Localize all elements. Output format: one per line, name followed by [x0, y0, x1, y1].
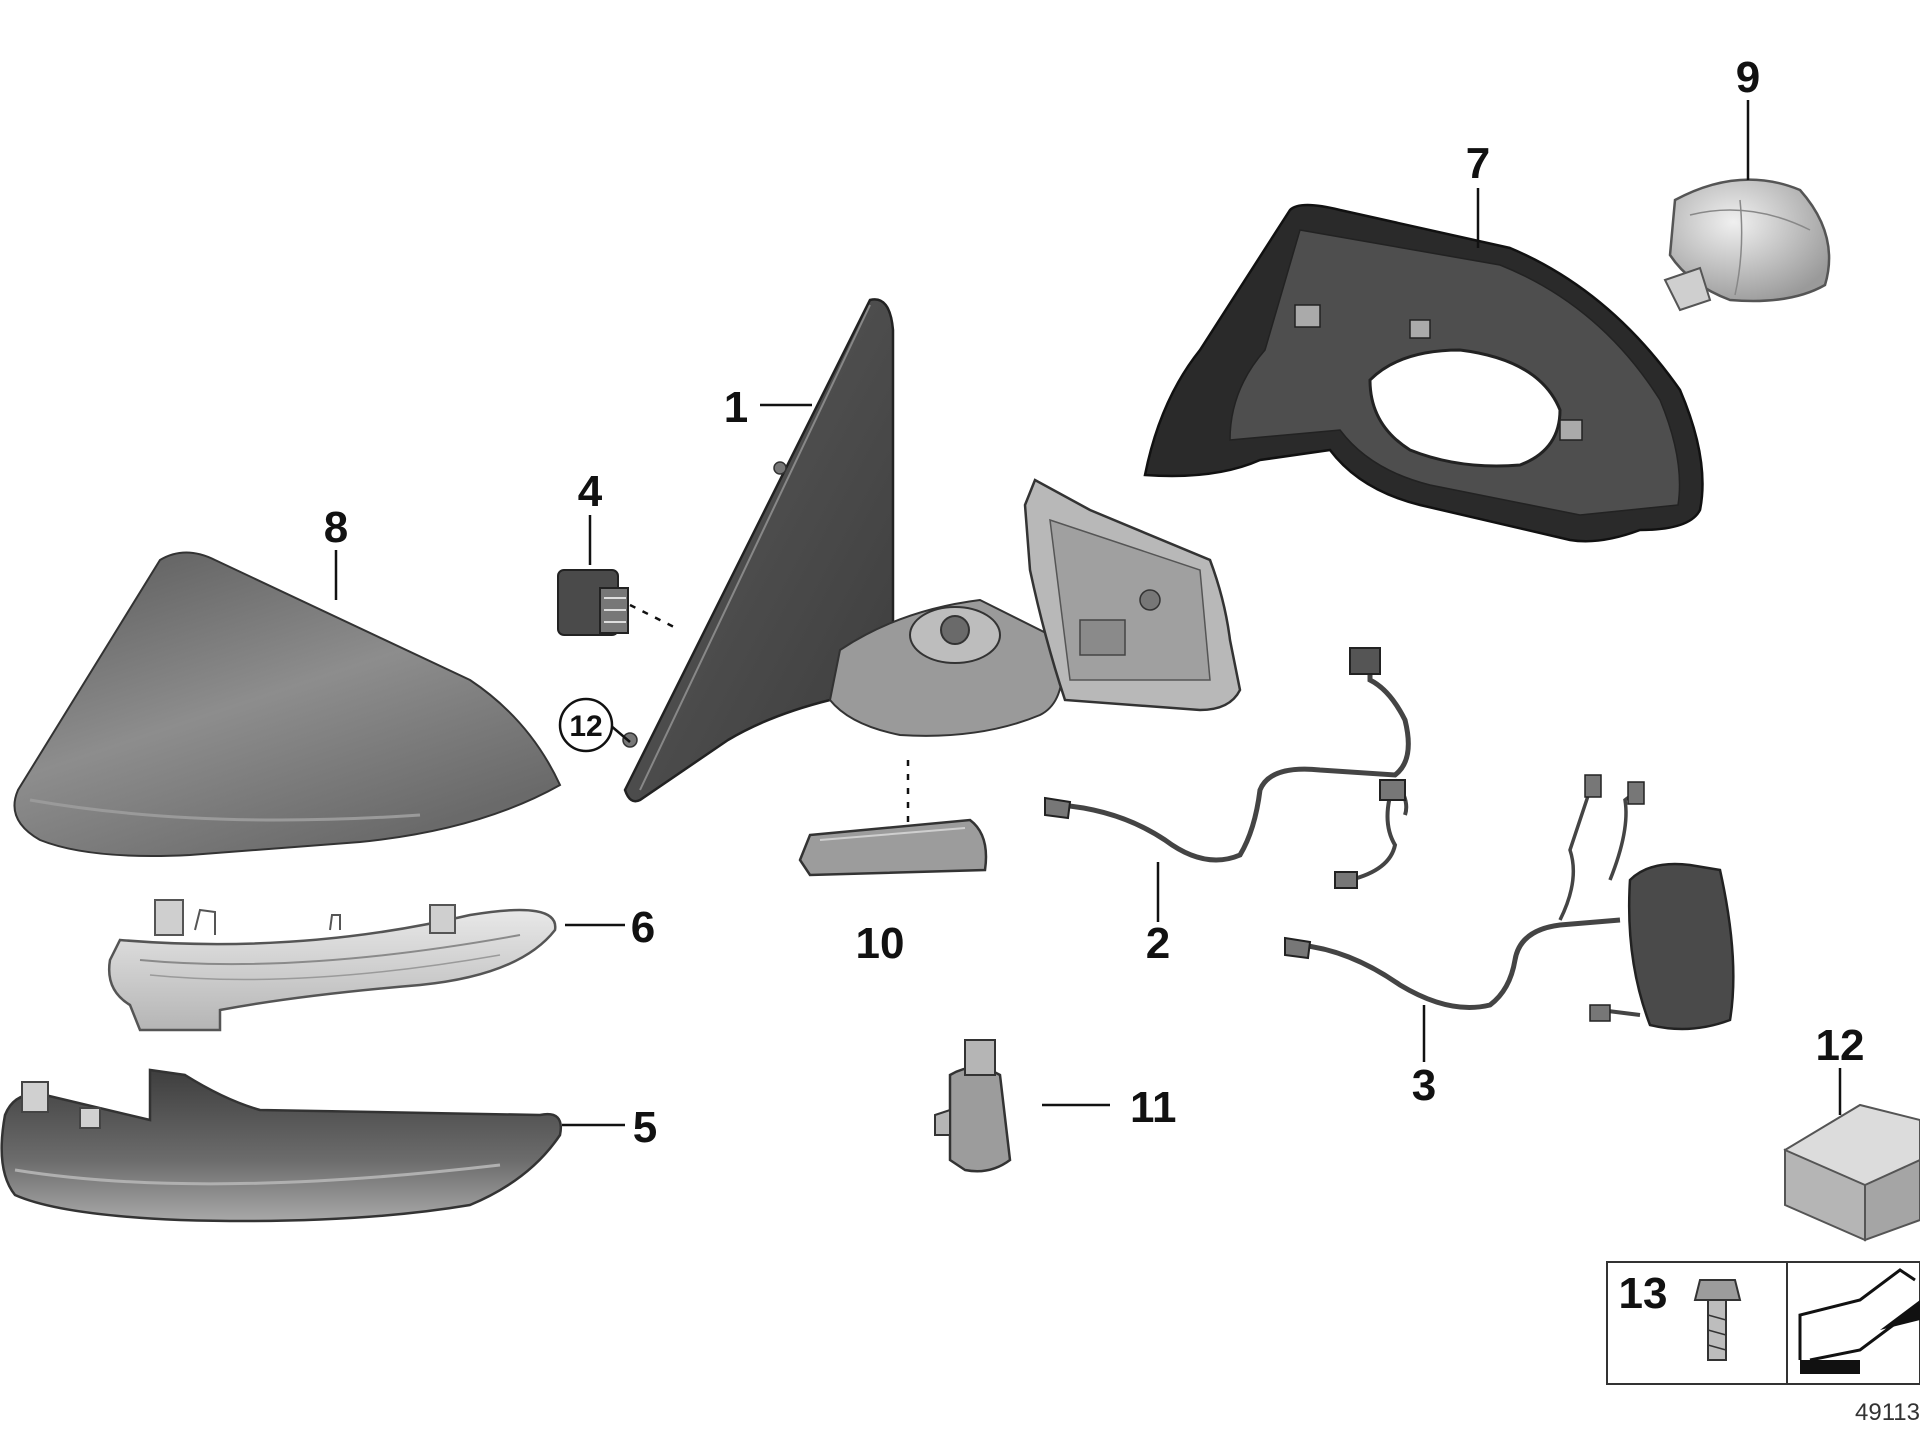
callout-5: 5 [633, 1103, 657, 1152]
callout-4: 4 [578, 467, 603, 516]
part-2-wiring-harness [1044, 647, 1411, 889]
callout-12: 12 [1816, 1021, 1865, 1070]
callout-6: 6 [631, 903, 655, 952]
part-13-screw [1693, 1279, 1742, 1361]
legend-box [1606, 1261, 1920, 1385]
callout-3: 3 [1412, 1061, 1436, 1110]
part-10-cover [798, 818, 988, 877]
part-12-repair-kit-box [1783, 1103, 1920, 1242]
callout-labels: 1 2 3 4 5 6 7 8 9 10 11 12 13 12 [324, 53, 1865, 1318]
callout-2: 2 [1146, 919, 1170, 968]
part-3-harness-module [1284, 774, 1735, 1031]
part-5-lower-trim [0, 1068, 563, 1223]
part-6-turn-signal-lens [107, 899, 557, 1032]
callout-10: 10 [856, 919, 905, 968]
installation-symbol-icon [1798, 1268, 1920, 1374]
part-1-mirror-base [622, 298, 1242, 803]
part-11-clip [934, 1039, 1012, 1173]
part-9-adjustment-motor [1663, 178, 1831, 312]
part-8-mirror-cap [13, 551, 562, 857]
leader-lines [334, 100, 1842, 1127]
part-7-housing-frame [1143, 203, 1704, 543]
callout-11: 11 [1130, 1083, 1177, 1132]
callout-1: 1 [724, 383, 748, 432]
callout-7: 7 [1466, 139, 1490, 188]
part-4-connector [557, 569, 629, 636]
drawing-number: 49113 [1855, 1399, 1920, 1426]
callout-12-circled: 12 [569, 710, 602, 743]
callout-13: 13 [1619, 1269, 1668, 1318]
callout-8: 8 [324, 503, 348, 552]
callout-9: 9 [1736, 53, 1760, 102]
